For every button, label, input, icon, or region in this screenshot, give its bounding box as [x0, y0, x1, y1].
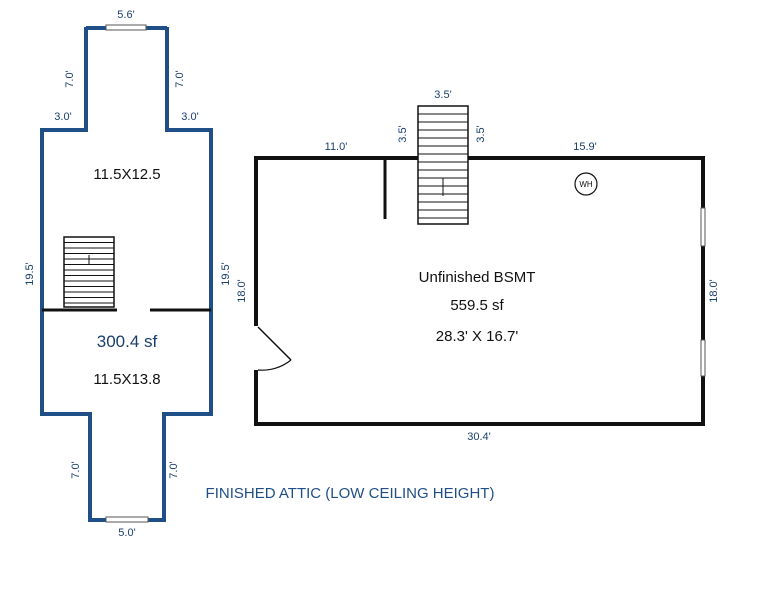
bsmt-window-upper: [700, 207, 706, 247]
attic-upper-right-label: 7.0': [174, 70, 186, 87]
attic-lower-left-label: 7.0': [70, 461, 82, 478]
bsmt-stair-width-label: 3.5': [434, 89, 451, 101]
bsmt-door: [257, 326, 292, 371]
attic-shoulder-left-label: 3.0': [54, 111, 71, 123]
attic-shoulder-right-label: 3.0': [181, 111, 198, 123]
bsmt-left-height-label: 18.0': [236, 279, 248, 303]
attic-left-height-label: 19.5': [24, 262, 36, 286]
water-heater: WH: [574, 172, 598, 196]
bsmt-right-height-label: 18.0': [708, 279, 720, 303]
attic-caption: FINISHED ATTIC (LOW CEILING HEIGHT): [206, 485, 495, 502]
attic-stairs: [63, 236, 115, 308]
attic-upper-left-label: 7.0': [64, 70, 76, 87]
attic-plan: 5.6' 7.0' 7.0' 3.0' 3.0' 19.5' 19.5' 11.…: [24, 9, 494, 539]
attic-lower-room-size: 11.5X13.8: [93, 371, 160, 388]
bsmt-bottom-width-label: 30.4': [467, 431, 491, 443]
bsmt-top-left-span-label: 11.0': [325, 141, 348, 153]
attic-area: 300.4 sf: [97, 332, 158, 351]
bsmt-title: Unfinished BSMT: [419, 269, 536, 286]
bsmt-stair-left-label: 3.5': [397, 125, 409, 142]
bsmt-stair-right-label: 3.5': [475, 125, 487, 142]
bsmt-window-lower: [700, 339, 706, 377]
attic-bottom-width-label: 5.0': [118, 527, 135, 539]
attic-upper-room-size: 11.5X12.5: [93, 166, 160, 183]
bsmt-size: 28.3' X 16.7': [436, 328, 519, 345]
attic-lower-right-label: 7.0': [168, 461, 180, 478]
bsmt-top-right-span-label: 15.9': [573, 141, 597, 153]
attic-window-bottom: [105, 516, 149, 523]
attic-top-width-label: 5.6': [117, 9, 134, 21]
basement-plan: WH 3.5' 3.5' 3.5' 11.0' 15.9' 18.0' 18.0…: [236, 89, 720, 443]
attic-window-top: [105, 24, 147, 31]
bsmt-area: 559.5 sf: [450, 297, 504, 314]
water-heater-icon: [574, 172, 598, 196]
bsmt-stairs: [417, 105, 469, 225]
attic-right-height-label: 19.5': [220, 262, 232, 286]
water-heater-label: WH: [579, 180, 593, 189]
